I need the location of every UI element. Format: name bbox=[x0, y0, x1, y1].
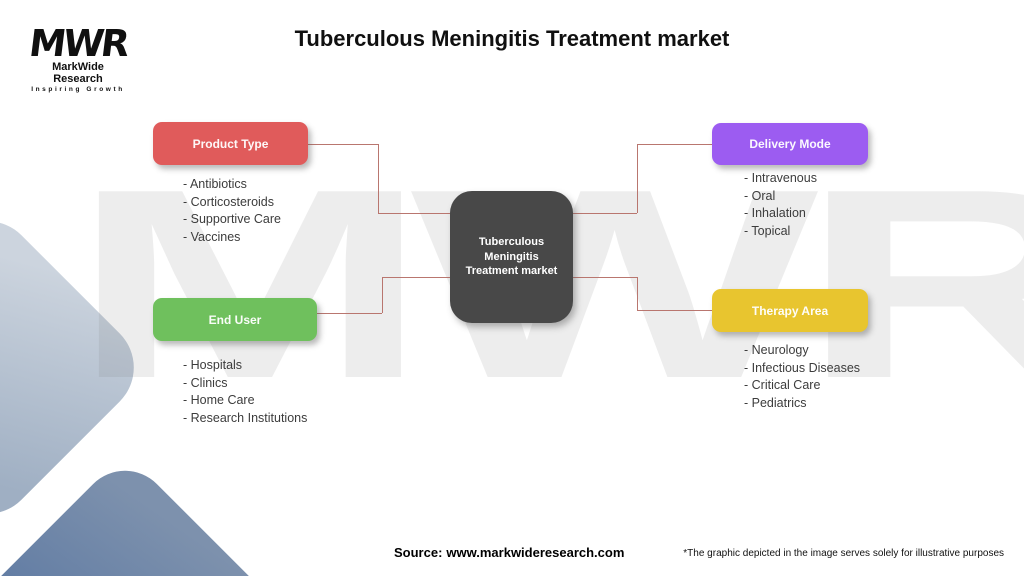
source-url: www.markwideresearch.com bbox=[446, 545, 625, 560]
logo-company-name: MarkWide Research bbox=[52, 61, 104, 86]
center-node-line: Treatment market bbox=[465, 265, 558, 278]
list-item: - Vaccines bbox=[183, 229, 241, 244]
list-item: - Research Institutions bbox=[183, 410, 308, 425]
list-item: - Inhalation bbox=[744, 206, 806, 220]
connector-segment bbox=[308, 144, 378, 145]
category-label: Delivery Mode bbox=[749, 137, 831, 151]
list-item: - Intravenous bbox=[744, 171, 817, 185]
list-item: - Topical bbox=[744, 223, 791, 238]
list-item: - Supportive Care bbox=[183, 212, 281, 226]
source-line: Source:www.markwideresearch.com bbox=[394, 545, 628, 560]
center-node-market: Tuberculous Meningitis Treatment market bbox=[450, 191, 573, 323]
connector-segment bbox=[378, 213, 450, 214]
list-item: - Home Care bbox=[183, 393, 255, 407]
connector-segment bbox=[378, 144, 379, 213]
connector-segment bbox=[382, 277, 450, 278]
connector-segment bbox=[317, 313, 382, 314]
category-box-product-type: Product Type bbox=[153, 122, 308, 165]
markwide-research-logo: MWR MarkWide Research Inspiring Growth bbox=[26, 22, 130, 94]
list-item: - Critical Care bbox=[744, 378, 821, 392]
connector-segment bbox=[637, 144, 712, 145]
category-label: End User bbox=[208, 312, 262, 327]
connector-segment bbox=[573, 213, 637, 214]
category-box-therapy-area: Therapy Area bbox=[712, 289, 868, 332]
connector-segment bbox=[382, 277, 383, 313]
category-list-therapy-area: - Neurology - Infectious Diseases - Critic… bbox=[744, 342, 860, 412]
list-item: - Pediatrics bbox=[744, 395, 807, 410]
list-item: - Neurology bbox=[744, 343, 809, 357]
connector-segment bbox=[637, 144, 638, 213]
connector-segment bbox=[637, 277, 638, 310]
center-node-line: Meningitis bbox=[484, 250, 539, 263]
list-item: - Oral bbox=[744, 188, 776, 203]
category-list-delivery-mode: - Intravenous - Oral - Inhalation - Topical bbox=[744, 170, 817, 240]
category-list-end-user: - Hospitals - Clinics - Home Care - Researc… bbox=[183, 357, 307, 427]
center-node-line: Tuberculous bbox=[478, 236, 545, 249]
disclaimer-text: *The graphic depicted in the image serve… bbox=[683, 548, 1004, 559]
source-label: Source: bbox=[394, 545, 443, 560]
category-label: Therapy Area bbox=[751, 303, 829, 318]
list-item: - Hospitals bbox=[183, 358, 243, 372]
category-box-end-user: End User bbox=[153, 298, 317, 341]
list-item: - Clinics bbox=[183, 375, 228, 390]
list-item: - Infectious Diseases bbox=[744, 360, 861, 375]
logo-tagline: Inspiring Growth bbox=[31, 86, 125, 94]
page-title: Tuberculous Meningitis Treatment market bbox=[294, 26, 730, 51]
category-box-delivery-mode: Delivery Mode bbox=[712, 123, 868, 165]
category-list-product-type: - Antibiotics - Corticosteroids - Supporti… bbox=[183, 176, 281, 246]
category-label: Product Type bbox=[192, 136, 269, 151]
connector-segment bbox=[573, 277, 637, 278]
list-item: - Antibiotics bbox=[183, 177, 247, 191]
list-item: - Corticosteroids bbox=[183, 194, 274, 209]
connector-segment bbox=[637, 310, 712, 311]
